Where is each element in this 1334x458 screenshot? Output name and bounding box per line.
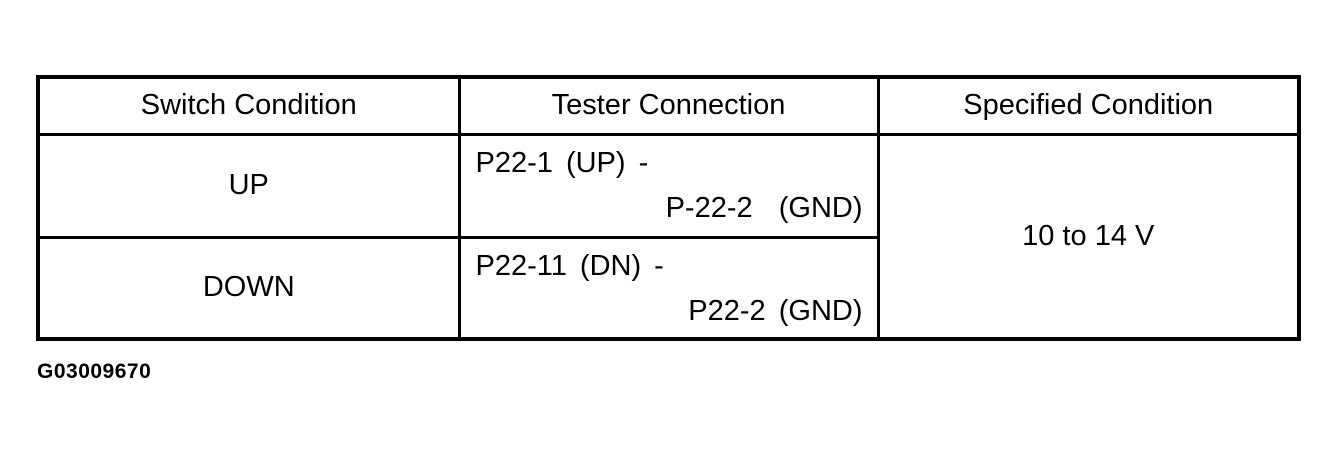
header-switch-condition: Switch Condition (36, 75, 461, 136)
switch-spec-table: Switch Condition Tester Connection Speci… (36, 75, 1301, 341)
header-specified-condition: Specified Condition (876, 75, 1301, 136)
table-row-down: DOWN P22-11 (DN) - P22-2 (GND) (36, 235, 1299, 341)
tester-connection-up-line1: P22-1 (UP) - (475, 146, 649, 179)
figure-id-label: G03009670 (37, 360, 152, 383)
switch-condition-down: DOWN (36, 235, 461, 341)
switch-condition-up: UP (36, 132, 461, 239)
header-row: Switch Condition Tester Connection Speci… (36, 75, 1301, 136)
tester-connection-down-line2: P22-2 (GND) (688, 294, 863, 327)
header-tester-connection: Tester Connection (457, 75, 880, 136)
table-row-up: UP P22-1 (UP) - P-22-2 (GND) 10 to 14 V (36, 132, 1301, 341)
tester-connection-down-line1: P22-11 (DN) - (475, 249, 664, 282)
specified-condition-value: 10 to 14 V (876, 132, 1301, 341)
tester-connection-up: P22-1 (UP) - P-22-2 (GND) (457, 132, 880, 239)
tester-connection-up-line2: P-22-2 (GND) (665, 191, 863, 224)
tester-connection-down: P22-11 (DN) - P22-2 (GND) (457, 235, 880, 341)
